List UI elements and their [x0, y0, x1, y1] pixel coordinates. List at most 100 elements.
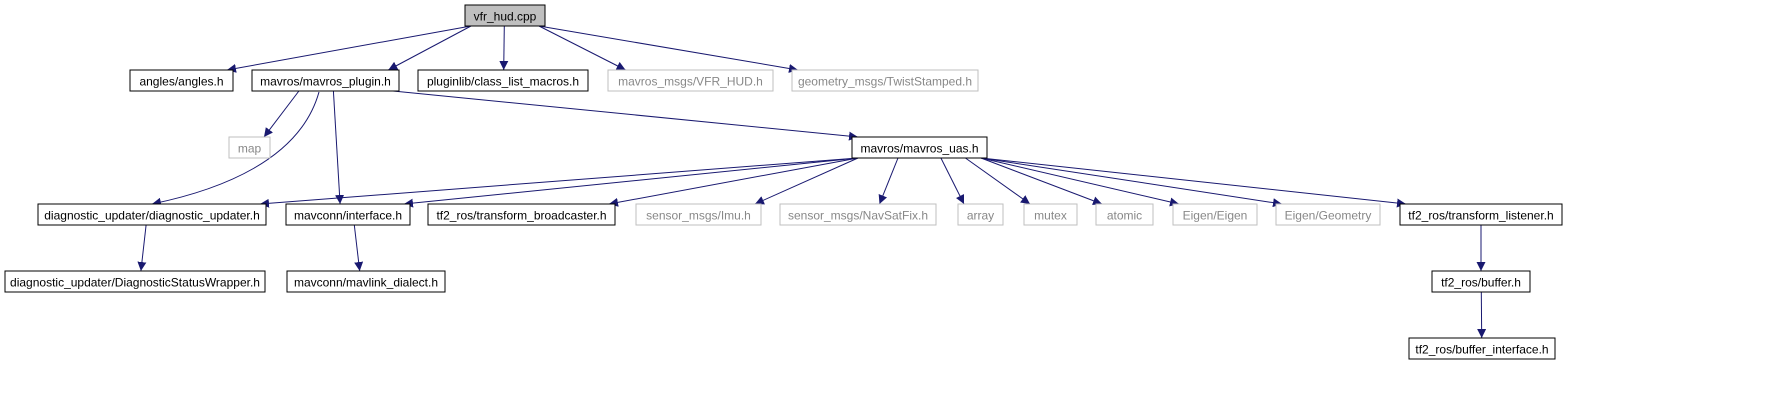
node-interface[interactable]: mavconn/interface.h — [285, 203, 411, 226]
node-box — [37, 203, 267, 226]
edge-vfr_hud-to-twist_stamped — [538, 25, 799, 73]
node-box — [129, 69, 234, 92]
edge-mavros_uas-to-transform_listener — [980, 157, 1407, 208]
node-box — [1172, 203, 1258, 226]
node-atomic: atomic — [1095, 203, 1154, 226]
node-mutex: mutex — [1023, 203, 1078, 226]
edge-arrow — [392, 90, 859, 141]
edge-arrow — [403, 157, 859, 208]
node-navsatfix: sensor_msgs/NavSatFix.h — [779, 203, 937, 226]
node-box — [1095, 203, 1154, 226]
edge-arrow — [259, 157, 859, 208]
node-box — [635, 203, 762, 226]
edge-mavros_plugin-to-map — [263, 90, 300, 138]
node-diagnostic-updater[interactable]: diagnostic_updater/diagnostic_updater.h — [37, 203, 267, 226]
edge-arrow — [980, 157, 1407, 208]
edge-mavros_plugin-to-interface — [332, 90, 345, 205]
edge-vfr_hud-to-vfr_hud_msg — [538, 25, 626, 71]
node-label: mavconn/interface.h — [294, 209, 402, 223]
node-label: sensor_msgs/NavSatFix.h — [788, 209, 928, 223]
edge-arrow — [754, 157, 859, 205]
edge-arrow — [965, 157, 1031, 205]
edge-interface-to-mavlink_dialect — [353, 224, 364, 272]
node-mavros-plugin[interactable]: mavros/mavros_plugin.h — [251, 69, 400, 92]
node-box — [417, 69, 589, 92]
edge-mavros_plugin-to-diagnostic_updater — [151, 91, 320, 207]
node-vfr-hud[interactable]: vfr_hud.cpp — [464, 4, 546, 27]
edge-mavros_uas-to-eigen — [980, 157, 1180, 207]
node-label: mavros_msgs/VFR_HUD.h — [618, 75, 763, 89]
edge-arrow — [388, 25, 472, 71]
node-box — [4, 270, 266, 293]
node-label: vfr_hud.cpp — [474, 10, 537, 24]
node-diag-status-wrapper[interactable]: diagnostic_updater/DiagnosticStatusWrapp… — [4, 270, 266, 293]
node-eigen-geometry: Eigen/Geometry — [1275, 203, 1381, 226]
node-buffer-interface[interactable]: tf2_ros/buffer_interface.h — [1408, 337, 1556, 360]
node-box — [251, 69, 400, 92]
edge-mavros_uas-to-imu — [754, 157, 859, 205]
node-box — [779, 203, 937, 226]
edge-arrow — [538, 25, 626, 71]
edge-arrow — [980, 157, 1180, 207]
node-box — [1408, 337, 1556, 360]
node-label: tf2_ros/transform_listener.h — [1408, 209, 1553, 223]
edge-arrow — [608, 157, 859, 207]
edges-layer — [137, 25, 1487, 339]
node-label: Eigen/Geometry — [1285, 209, 1372, 223]
node-box — [464, 4, 546, 27]
node-label: sensor_msgs/Imu.h — [646, 209, 751, 223]
edge-mavros_uas-to-eigen_geometry — [980, 157, 1283, 208]
edge-mavros_uas-to-atomic — [980, 157, 1103, 206]
node-box — [286, 270, 446, 293]
node-array: array — [957, 203, 1004, 226]
edge-arrow — [137, 224, 147, 272]
node-label: mavros/mavros_uas.h — [860, 142, 978, 156]
node-angles[interactable]: angles/angles.h — [129, 69, 234, 92]
node-box — [427, 203, 616, 226]
edge-arrow — [263, 90, 300, 138]
node-label: Eigen/Eigen — [1183, 209, 1248, 223]
edge-mavros_uas-to-interface — [403, 157, 859, 208]
node-label: mavros/mavros_plugin.h — [260, 75, 391, 89]
node-label: diagnostic_updater/diagnostic_updater.h — [44, 209, 260, 223]
node-label: mutex — [1034, 209, 1067, 223]
node-class-list-macros[interactable]: pluginlib/class_list_macros.h — [417, 69, 589, 92]
node-label: atomic — [1107, 209, 1142, 223]
node-box — [851, 136, 988, 159]
edge-mavros_plugin-to-mavros_uas — [392, 90, 859, 141]
edge-mavros_uas-to-array — [940, 157, 965, 205]
edge-arrow — [499, 25, 509, 71]
node-box — [1431, 270, 1531, 293]
node-eigen: Eigen/Eigen — [1172, 203, 1258, 226]
node-map: map — [228, 136, 271, 159]
node-box — [228, 136, 271, 159]
node-transform-broadcaster[interactable]: tf2_ros/transform_broadcaster.h — [427, 203, 616, 226]
edge-arrow — [353, 224, 364, 272]
node-twist-stamped: geometry_msgs/TwistStamped.h — [791, 69, 979, 92]
edge-arrow — [151, 91, 320, 207]
edge-vfr_hud-to-mavros_plugin — [388, 25, 472, 71]
node-mavlink-dialect[interactable]: mavconn/mavlink_dialect.h — [286, 270, 446, 293]
node-label: tf2_ros/buffer.h — [1441, 276, 1521, 290]
node-transform-listener[interactable]: tf2_ros/transform_listener.h — [1399, 203, 1563, 226]
node-vfr-hud-msg: mavros_msgs/VFR_HUD.h — [607, 69, 774, 92]
node-box — [285, 203, 411, 226]
edge-arrow — [226, 25, 472, 73]
node-buffer[interactable]: tf2_ros/buffer.h — [1431, 270, 1531, 293]
edge-vfr_hud-to-angles — [226, 25, 472, 73]
node-label: tf2_ros/transform_broadcaster.h — [436, 209, 606, 223]
edge-arrow — [538, 25, 799, 73]
edge-arrow — [980, 157, 1103, 206]
edge-arrow — [980, 157, 1283, 208]
node-label: angles/angles.h — [139, 75, 223, 89]
node-label: geometry_msgs/TwistStamped.h — [798, 75, 972, 89]
edge-diagnostic_updater-to-diag_status_wrapper — [137, 224, 147, 272]
node-box — [791, 69, 979, 92]
edge-arrow — [940, 157, 965, 205]
edge-vfr_hud-to-class_list_macros — [499, 25, 509, 71]
edge-arrow — [878, 157, 899, 205]
node-mavros-uas[interactable]: mavros/mavros_uas.h — [851, 136, 988, 159]
node-imu: sensor_msgs/Imu.h — [635, 203, 762, 226]
node-box — [607, 69, 774, 92]
